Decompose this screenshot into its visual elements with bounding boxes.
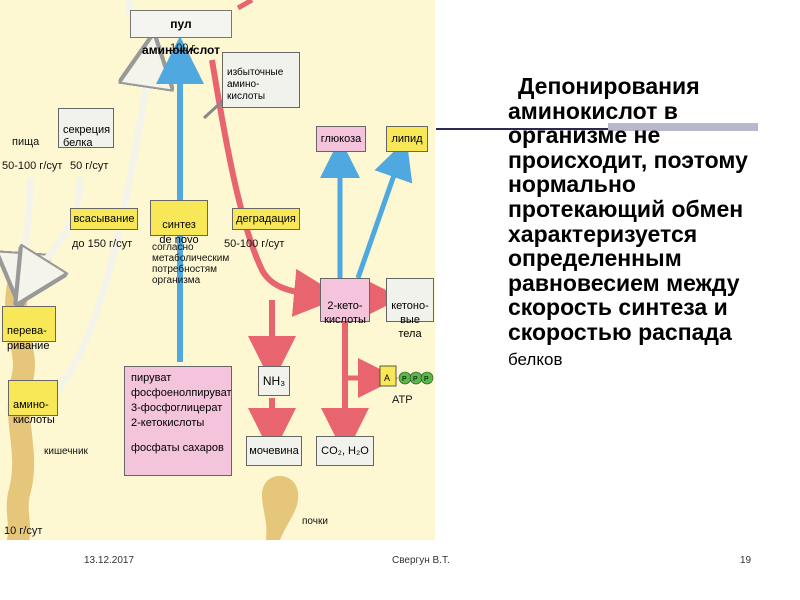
digestion-box: перева- ривание bbox=[2, 306, 56, 352]
main-text-bold: Депонирования аминокислот в организме не… bbox=[508, 73, 748, 345]
degradation-box: деградация bbox=[232, 208, 300, 230]
degradation-rate: 50-100 г/сут bbox=[224, 238, 285, 250]
amino-acid-metabolism-diagram: A P P P пул аминокислот 100 г избыточные… bbox=[0, 0, 435, 540]
header-rule-light bbox=[608, 123, 758, 131]
absorption-box: всасывание bbox=[70, 208, 138, 230]
urea-box: мочевина bbox=[246, 436, 302, 466]
absorption-rate: до 150 г/сут bbox=[72, 238, 133, 250]
precursors-box: пируват фосфоенолпируват 3-фосфоглицерат… bbox=[124, 366, 232, 476]
ketoacids-box: 2-кето- кислоты bbox=[320, 278, 370, 326]
urea-label: мочевина bbox=[249, 445, 299, 457]
absorption-label: всасывание bbox=[73, 213, 135, 225]
excretion-rate: 10 г/сут bbox=[4, 525, 43, 537]
kidneys-label: почки bbox=[302, 516, 328, 527]
precursor-item: фосфаты сахаров bbox=[131, 442, 224, 454]
nh3-label: NH₃ bbox=[262, 374, 286, 388]
footer-date: 13.12.2017 bbox=[84, 555, 135, 566]
footer-author: Свергун В.Т. bbox=[392, 555, 450, 566]
glucose-label: глюкоза bbox=[320, 133, 362, 145]
degradation-label: деградация bbox=[236, 213, 296, 225]
main-text-tail: белков bbox=[508, 349, 563, 369]
precursor-item: 3-фосфоглицерат bbox=[131, 402, 223, 414]
synthesis-label: синтез de novo bbox=[159, 219, 199, 246]
pool-amount: 100 г bbox=[170, 42, 196, 54]
glucose-box: глюкоза bbox=[316, 126, 366, 152]
degradation-red-arrow bbox=[209, 59, 342, 317]
digestion-label: перева- ривание bbox=[7, 325, 50, 352]
precursor-item: пируват bbox=[131, 372, 172, 384]
atp-adenine-letter: A bbox=[384, 373, 390, 383]
secretion-arrow bbox=[30, 177, 84, 282]
lipid-label: липид bbox=[391, 133, 423, 145]
amino-acids-label: амино- кислоты bbox=[13, 399, 55, 426]
food-label: пища bbox=[12, 136, 40, 148]
excess-amino-acids-box: избыточные амино- кислоты bbox=[222, 52, 300, 108]
secretion-rate: 50 г/сут bbox=[70, 160, 109, 172]
amino-acids-box: амино- кислоты bbox=[8, 380, 58, 426]
synthesis-note: согласно метаболическим потребностям орг… bbox=[152, 242, 230, 286]
kidney-shape bbox=[262, 475, 299, 540]
atp-icon: A P P P bbox=[379, 365, 434, 387]
co2-box: CO₂, H₂O bbox=[316, 436, 374, 466]
ketoacids-label: 2-кето- кислоты bbox=[324, 300, 366, 326]
ketone-bodies-box: кетоно- вые тела bbox=[386, 278, 434, 340]
pool-title: пул аминокислот bbox=[142, 17, 220, 57]
precursor-item: 2-кетокислоты bbox=[131, 417, 205, 429]
ketone-bodies-label: кетоно- вые тела bbox=[391, 300, 429, 340]
amino-acid-pool-box: пул аминокислот bbox=[130, 10, 232, 57]
nh3-box: NH₃ bbox=[258, 366, 290, 396]
absorption-arrow bbox=[47, 60, 150, 401]
ketoacid-to-lipid-arrow bbox=[355, 139, 413, 279]
food-rate: 50-100 г/сут bbox=[2, 160, 63, 172]
precursor-item: фосфоенолпируват bbox=[131, 387, 232, 399]
main-paragraph: Депонирования аминокислот в организме не… bbox=[508, 74, 758, 372]
synthesis-box: синтез de novo bbox=[150, 200, 208, 246]
footer-page-number: 19 bbox=[740, 555, 752, 566]
atp-phosphate-2-letter: P bbox=[413, 376, 418, 383]
atp-phosphate-3-letter: P bbox=[424, 376, 429, 383]
header-rule-dark bbox=[436, 128, 758, 130]
diagram-arrows: A P P P bbox=[0, 0, 434, 540]
atp-phosphate-1-letter: P bbox=[402, 376, 407, 383]
food-arrow bbox=[22, 177, 30, 280]
secretion-label: секреция белка bbox=[63, 124, 111, 149]
atp-label: ATP bbox=[392, 394, 413, 406]
co2-label: CO₂, H₂O bbox=[321, 445, 369, 457]
lipid-box: липид bbox=[386, 126, 428, 152]
precursor-item bbox=[131, 431, 225, 441]
intestine-label: кишечник bbox=[44, 446, 88, 457]
pool-top-red-arrow bbox=[236, 0, 254, 11]
secretion-box: секреция белка bbox=[58, 108, 114, 149]
excess-label: избыточные амино- кислоты bbox=[227, 67, 284, 102]
